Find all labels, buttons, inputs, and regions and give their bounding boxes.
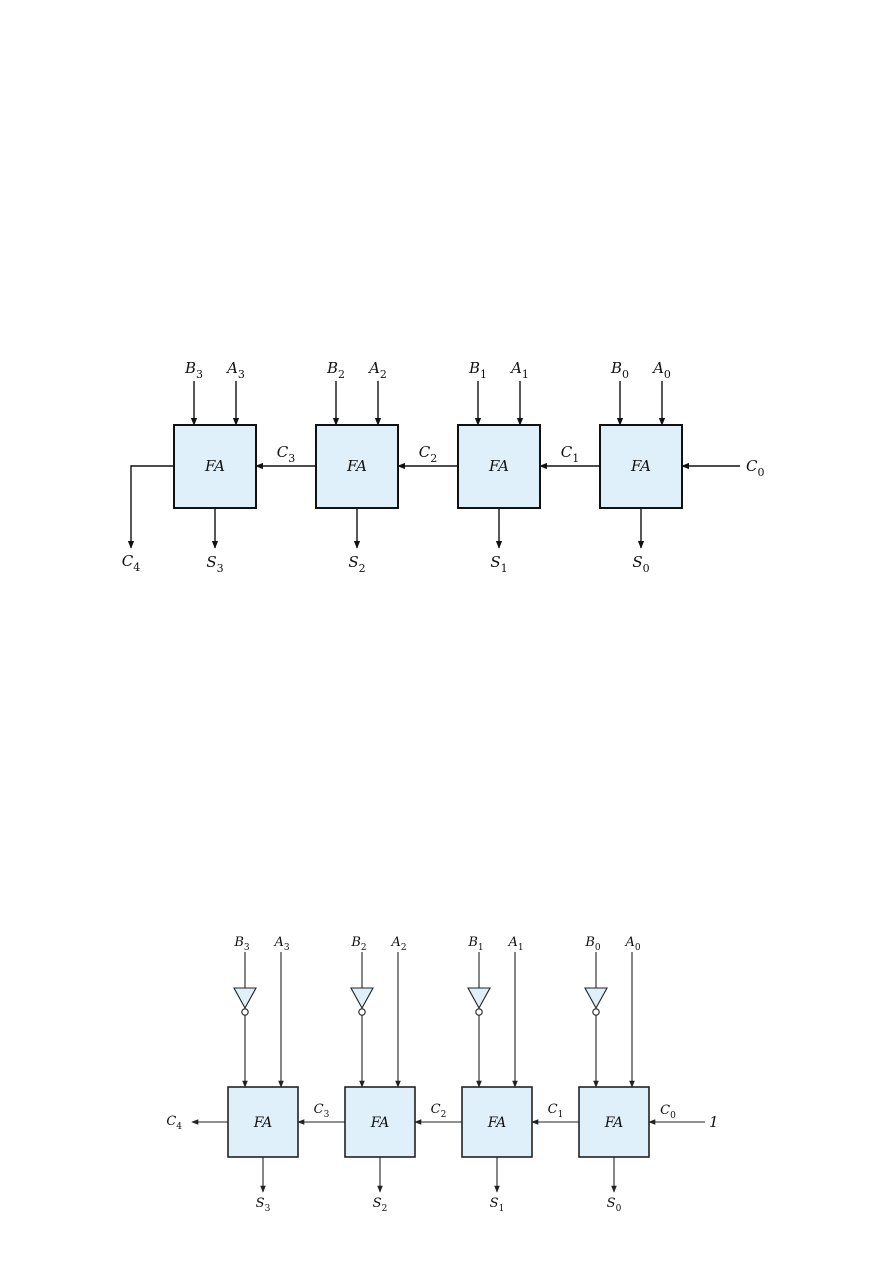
input-b-label: B0 — [584, 935, 601, 953]
full-adder-label: FA — [487, 1115, 507, 1131]
input-a-label: A3 — [273, 935, 289, 953]
carry-label: C3 — [277, 443, 295, 465]
inverter-bubble — [241, 1008, 249, 1016]
inverter-gate — [233, 987, 257, 1010]
inverter-gate — [350, 987, 374, 1010]
carry-label: C2 — [431, 1102, 447, 1120]
inverter-bubble — [358, 1008, 366, 1016]
carry-label: C3 — [314, 1102, 330, 1120]
carry-label: C2 — [419, 443, 437, 465]
input-a-label: A1 — [507, 935, 523, 953]
inverter-bubble — [475, 1008, 483, 1016]
carry-out-label: C4 — [166, 1114, 182, 1132]
carry-label: C1 — [548, 1102, 564, 1120]
input-a-label: A1 — [509, 359, 529, 381]
input-a-label: A3 — [225, 359, 245, 381]
input-b-label: B2 — [326, 359, 345, 381]
sum-output-label: S2 — [373, 1196, 388, 1214]
inverter-gate — [467, 987, 491, 1010]
input-a-label: A2 — [390, 935, 406, 953]
full-adder-label: FA — [346, 457, 367, 475]
full-adder-box — [315, 424, 399, 509]
sum-output-label: S1 — [490, 1196, 505, 1214]
sum-output-label: S3 — [206, 553, 223, 575]
input-a-label: A0 — [624, 935, 640, 953]
full-adder-label: FA — [253, 1115, 273, 1131]
sum-output-label: S1 — [490, 553, 507, 575]
input-b-label: B1 — [467, 935, 483, 953]
carry-label: C1 — [561, 443, 579, 465]
carry-out-label: C4 — [122, 552, 140, 574]
input-b-label: B3 — [184, 359, 203, 381]
input-b-label: B3 — [233, 935, 250, 953]
sum-output-label: S0 — [607, 1196, 622, 1214]
input-a-label: A2 — [367, 359, 387, 381]
full-adder-label: FA — [370, 1115, 390, 1131]
full-adder-label: FA — [604, 1115, 624, 1131]
inverter-gate — [584, 987, 608, 1010]
carry-out-wire — [127, 465, 174, 549]
full-adder-label: FA — [204, 457, 225, 475]
input-b-label: B1 — [468, 359, 487, 381]
input-a-label: A0 — [651, 359, 671, 381]
full-adder-box — [461, 1086, 533, 1158]
sum-output-label: S2 — [348, 553, 365, 575]
full-adder-box — [578, 1086, 650, 1158]
input-b-label: B2 — [350, 935, 366, 953]
full-adder-label: FA — [488, 457, 509, 475]
carry-in-constant: 1 — [709, 1113, 719, 1131]
full-adder-label: FA — [630, 457, 651, 475]
carry-in-label: C0 — [660, 1103, 676, 1121]
sum-output-label: S3 — [256, 1196, 271, 1214]
input-b-label: B0 — [610, 359, 629, 381]
inverter-bubble — [592, 1008, 600, 1016]
carry-in-label: C0 — [746, 457, 764, 479]
sum-output-label: S0 — [632, 553, 649, 575]
